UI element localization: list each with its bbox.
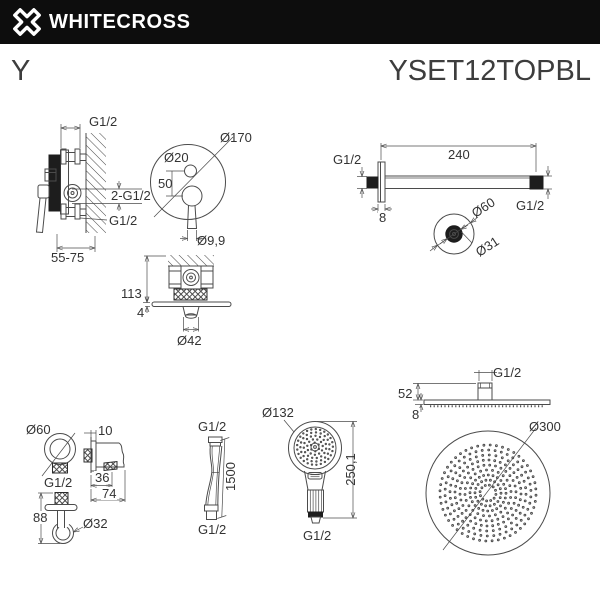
- overhead-nozzle-pattern: [438, 443, 538, 543]
- dim-trim-knob-diameter: Ø20: [164, 150, 189, 165]
- hand-shower-nozzle-pattern: [296, 427, 335, 466]
- dim-hand-shower-diameter: Ø132: [262, 405, 294, 420]
- series-code: Y: [11, 55, 31, 87]
- dim-trim-lever-diameter: Ø9,9: [197, 233, 226, 248]
- dim-holder-thread: G1/2: [44, 475, 73, 490]
- dim-holder-depth-body: 36: [94, 470, 111, 485]
- dim-mixer-depth: 55-75: [51, 250, 85, 265]
- dim-arm-thread-end: G1/2: [516, 198, 545, 213]
- header-bar: WHITECROSS: [0, 0, 600, 44]
- dim-arm-flange-depth: 8: [378, 210, 388, 225]
- dim-hand-shower-thread: G1/2: [303, 528, 332, 543]
- dim-head-thread: G1/2: [493, 365, 522, 380]
- mixer-trim-front-view-drawing: [150, 136, 234, 241]
- dim-hand-shower-length: 250,1: [342, 453, 358, 486]
- dim-mixer-thread-top: G1/2: [89, 114, 118, 129]
- valve-rough-in-view-drawing: [143, 255, 232, 332]
- dim-holder-hook-diameter: Ø32: [83, 516, 108, 531]
- x-cross-icon: [9, 4, 45, 40]
- overhead-shower-bottom-view-drawing: [425, 427, 551, 556]
- dim-trim-plate-diameter: Ø170: [220, 130, 252, 145]
- model-number: YSET12TOPBL: [388, 55, 591, 87]
- arm-flange-detail-drawing: [429, 213, 479, 255]
- dim-holder-depth-total: 74: [101, 486, 118, 501]
- hand-shower-drawing: [283, 419, 357, 524]
- dim-arm-thread-wall: G1/2: [333, 152, 362, 167]
- shower-hose-drawing: [204, 436, 230, 520]
- dim-mixer-thread-bottom: G1/2: [109, 213, 138, 228]
- dim-head-edge-height: 8: [411, 407, 421, 422]
- dim-valve-height: 113: [120, 286, 143, 301]
- dim-hose-length: 1500: [222, 462, 238, 491]
- shower-arm-drawing: [357, 143, 552, 213]
- dim-head-diameter: Ø300: [529, 419, 561, 434]
- dim-valve-plate-thickness: 4: [136, 305, 146, 320]
- dim-trim-spacing: 50: [158, 176, 173, 191]
- dim-holder-height: 88: [32, 510, 49, 525]
- dim-arm-length: 240: [448, 147, 470, 162]
- overhead-shower-side-view-drawing: [413, 370, 551, 412]
- dim-holder-plate-thickness: 10: [98, 423, 113, 438]
- dim-holder-flange-diameter: Ø60: [26, 422, 51, 437]
- dim-hose-thread-top: G1/2: [198, 419, 227, 434]
- dim-mixer-outlets: 2-G1/2: [111, 188, 151, 203]
- dim-valve-cover-diameter: Ø42: [177, 333, 202, 348]
- dim-head-connector-height: 52: [397, 386, 414, 401]
- dim-hose-thread-bottom: G1/2: [198, 522, 227, 537]
- brand-name: WHITECROSS: [49, 10, 191, 33]
- mixer-valve-side-view-drawing: [35, 124, 142, 252]
